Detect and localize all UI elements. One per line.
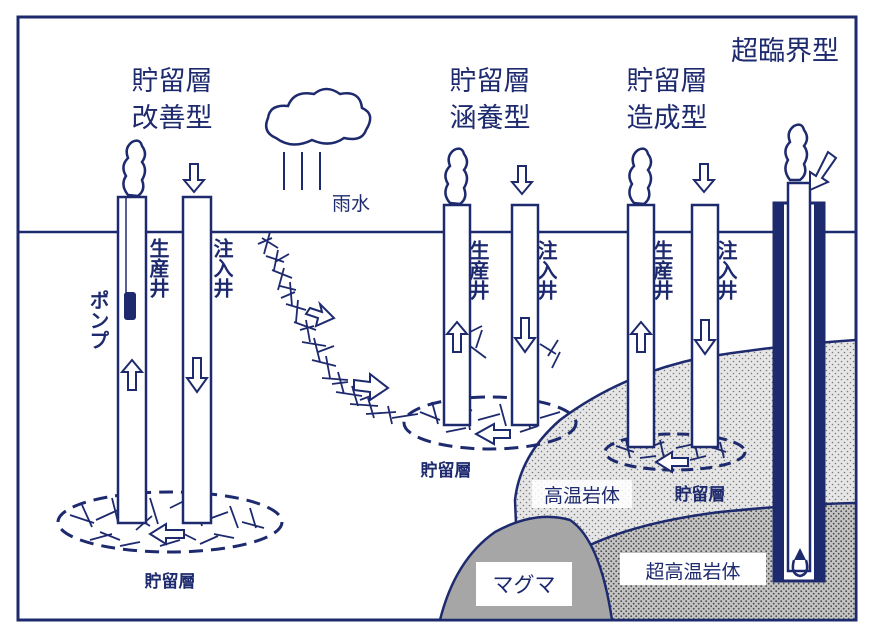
production-label-recharge: 生産井 <box>466 240 490 301</box>
rain-lines <box>283 152 321 190</box>
supercritical-casing-left <box>774 203 784 581</box>
right-arrow-icon <box>353 371 390 402</box>
reservoir-ellipse <box>56 490 284 554</box>
down-arrow-icon <box>181 163 207 194</box>
reservoir-ellipse <box>402 395 578 451</box>
up-arrow-icon <box>628 320 654 353</box>
hot-rock-label: 高温岩体 <box>544 485 620 507</box>
recharge-title-1: 貯留層 <box>450 66 531 97</box>
up-arrow-icon <box>444 320 470 353</box>
up-arrow-icon <box>119 358 145 391</box>
steam-plume-icon <box>122 139 147 198</box>
cloud-icon <box>265 87 372 146</box>
steam-plume-icon <box>784 123 809 182</box>
rain-label: 雨水 <box>332 193 370 215</box>
hot-rock-label-box <box>532 480 632 508</box>
production-label-creation: 生産井 <box>650 240 674 301</box>
down-arrow-icon <box>691 163 717 194</box>
creation-title-1: 貯留層 <box>627 66 708 97</box>
u-turn-icon <box>791 559 809 578</box>
recharge-title-2: 涵養型 <box>450 103 531 134</box>
production-well-improvement <box>116 195 148 525</box>
down-arrow-icon <box>509 165 535 196</box>
pump-label: ポンプ <box>86 289 110 350</box>
reservoir-ellipse <box>603 432 747 472</box>
reservoir-label-creation: 貯留層 <box>675 484 726 505</box>
injection-label-improvement: 注入井 <box>210 237 234 299</box>
supercritical-title: 超臨界型 <box>731 36 839 67</box>
rain-fracture-path <box>257 231 419 425</box>
injection-label-creation: 注入井 <box>714 239 738 301</box>
steam-plume-icon <box>628 147 653 206</box>
left-arrow-icon <box>473 422 511 446</box>
down-arrow-icon <box>185 357 209 394</box>
super-hot-rock-label: 超高温岩体 <box>645 561 740 583</box>
improvement-title-2: 改善型 <box>132 103 213 134</box>
down-arrow-icon <box>693 319 717 356</box>
down-arrow-icon <box>809 150 838 192</box>
improvement-title-1: 貯留層 <box>132 66 213 97</box>
supercritical-casing-right <box>814 203 824 581</box>
steam-plume-icon <box>444 147 469 206</box>
creation-title-2: 造成型 <box>627 103 708 134</box>
injection-well-recharge <box>510 203 540 427</box>
pump-icon <box>124 292 136 320</box>
reservoir-label-recharge: 貯留層 <box>421 460 472 481</box>
up-arrow-icon <box>794 548 806 560</box>
magma-label-box <box>476 562 572 606</box>
production-well-recharge <box>442 203 472 427</box>
magma-label: マグマ <box>493 573 556 597</box>
supercritical-well-inner <box>786 181 812 573</box>
reservoir-label-improvement: 貯留層 <box>145 571 196 592</box>
injection-label-recharge: 注入井 <box>534 239 558 301</box>
left-arrow-icon <box>148 522 185 546</box>
down-arrow-icon <box>513 317 537 354</box>
production-label-improvement: 生産井 <box>146 238 170 299</box>
super-hot-rock-label-box <box>620 553 766 585</box>
left-arrow-icon <box>654 450 689 474</box>
right-arrow-icon <box>304 300 336 328</box>
